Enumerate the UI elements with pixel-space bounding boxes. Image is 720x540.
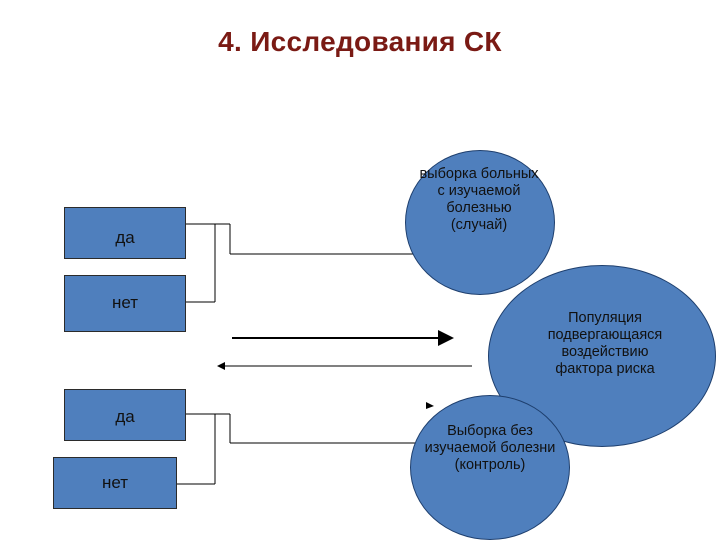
controls-circle: [410, 395, 570, 540]
cases-text-line: выборка больных: [419, 166, 539, 182]
cases-text-line: болезнью: [446, 200, 512, 216]
exposure-yes-box-top: да: [64, 207, 186, 259]
population-text-line: Популяция: [568, 310, 642, 326]
cases-text: выборка больных с изучаемой болезнью (сл…: [400, 166, 558, 234]
cases-circle: [405, 150, 555, 295]
cases-text-line: (случай): [450, 217, 508, 233]
slide-title: 4. Исследования СК: [218, 26, 502, 57]
box-label: нет: [111, 293, 139, 312]
controls-text: Выборка без изучаемой болезни (контроль): [410, 423, 570, 474]
box-label: да: [115, 407, 135, 426]
exposure-no-box-top: нет: [64, 275, 186, 332]
exposure-no-box-bottom: нет: [53, 457, 177, 509]
controls-text-line: Выборка без: [447, 423, 533, 439]
small-arrowhead: [426, 402, 434, 409]
population-text-line: фактора риска: [555, 361, 655, 377]
box-label: нет: [101, 473, 129, 492]
cases-text-line: с изучаемой: [437, 183, 521, 199]
population-text: Популяция подвергающаяся воздействию фак…: [520, 310, 690, 378]
exposure-yes-box-bottom: да: [64, 389, 186, 441]
population-text-line: воздействию: [561, 344, 649, 360]
controls-text-line: изучаемой болезни: [424, 440, 556, 456]
population-text-line: подвергающаяся: [547, 327, 663, 343]
controls-text-line: (контроль): [454, 457, 526, 473]
box-label: да: [115, 228, 135, 247]
